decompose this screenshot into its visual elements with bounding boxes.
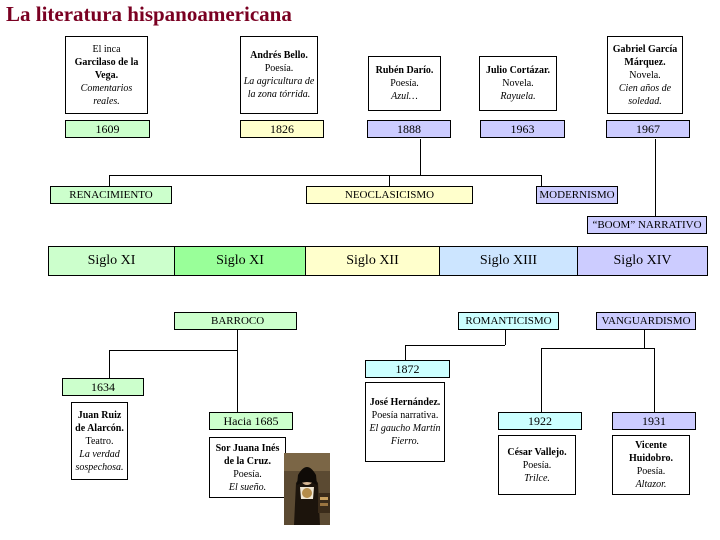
genre: Poesía. [522, 459, 552, 471]
genre: Poesía. [390, 78, 419, 89]
work-title: Rayuela. [500, 91, 536, 102]
connector [541, 348, 542, 412]
author-name: Vicente Huidobro. [629, 440, 673, 464]
year-1634: 1634 [62, 378, 144, 396]
author-card-sor-juana: Sor Juana Inés de la Cruz. Poesía. El su… [209, 437, 286, 498]
year-1609: 1609 [65, 120, 150, 138]
connector [405, 345, 505, 346]
author-name: Andrés Bello. [250, 50, 308, 61]
movement-renacimiento: RENACIMIENTO [50, 186, 172, 204]
work-title: La verdad sospechosa. [75, 448, 124, 473]
author-card-dario: Rubén Darío. Poesía. Azul… [368, 56, 441, 111]
connector [541, 348, 654, 349]
connector [109, 175, 541, 176]
author-card-bello: Andrés Bello. Poesía. La agricultura de … [240, 36, 318, 114]
genre: Novela. [629, 69, 661, 81]
work-title: Comentarios reales. [80, 82, 133, 107]
year-1931: 1931 [612, 412, 696, 430]
year-1872: 1872 [365, 360, 450, 378]
author-card-huidobro: Vicente Huidobro. Poesía. Altazor. [612, 435, 690, 495]
connector [237, 350, 238, 413]
author-card-garcia-marquez: Gabriel García Márquez. Novela. Cien año… [607, 36, 683, 114]
work-title: Azul… [391, 91, 418, 102]
author-card-ruiz-de-alarcon: Juan Ruiz de Alarcón. Teatro. La verdad … [71, 402, 128, 480]
author-card-cortazar: Julio Cortázar. Novela. Rayuela. [479, 56, 557, 111]
movement-neoclasicismo: NEOCLASICISMO [306, 186, 473, 204]
author-name: Sor Juana Inés de la Cruz. [215, 442, 280, 467]
work-title: El gaucho Martín Fierro. [369, 423, 441, 447]
movement-modernismo: MODERNISMO [536, 186, 618, 204]
connector [109, 350, 237, 351]
year-1967: 1967 [606, 120, 690, 138]
genre: Poesía. [233, 468, 262, 480]
century-band-2: Siglo XI [174, 246, 306, 276]
movement-boom: “BOOM” NARRATIVO [587, 216, 707, 234]
connector [109, 175, 110, 186]
genre: Novela. [502, 78, 534, 89]
century-band-4: Siglo XIII [439, 246, 578, 276]
year-1963: 1963 [480, 120, 565, 138]
connector [109, 350, 110, 378]
movement-romanticismo: ROMANTICISMO [458, 312, 559, 330]
author-card-garcilaso: El inca Garcilaso de la Vega. Comentario… [65, 36, 148, 114]
genre: Poesía narrativa. [371, 410, 439, 421]
author-name: Garcilaso de la Vega. [74, 56, 139, 81]
genre: Poesía. [264, 63, 294, 74]
author-name: José Hernández. [369, 397, 441, 408]
century-band-3: Siglo XII [305, 246, 440, 276]
author-name: César Vallejo. [507, 446, 567, 458]
connector [405, 345, 406, 360]
author-prefix: El inca [92, 43, 121, 55]
work-title: La agricultura de la zona tórrida. [243, 76, 315, 100]
genre: Teatro. [85, 435, 114, 447]
connector [655, 139, 656, 216]
movement-barroco: BARROCO [174, 312, 297, 330]
year-1922: 1922 [498, 412, 582, 430]
author-card-hernandez: José Hernández. Poesía narrativa. El gau… [365, 382, 445, 462]
author-name: Rubén Darío. [375, 65, 434, 76]
year-1888: 1888 [367, 120, 451, 138]
connector [505, 330, 506, 345]
connector [644, 330, 645, 348]
century-band-5: Siglo XIV [577, 246, 708, 276]
connector [541, 175, 542, 186]
century-band-1: Siglo XI [48, 246, 175, 276]
work-title: El sueño. [228, 481, 267, 493]
work-title: Altazor. [635, 479, 667, 490]
movement-vanguardismo: VANGUARDISMO [596, 312, 696, 330]
year-1826: 1826 [240, 120, 324, 138]
connector [654, 348, 655, 412]
connector [389, 175, 390, 186]
year-1685: Hacia 1685 [209, 412, 293, 430]
author-card-vallejo: César Vallejo. Poesía. Trilce. [498, 435, 576, 495]
author-name: Julio Cortázar. [485, 65, 551, 76]
genre: Poesía. [636, 466, 666, 477]
author-name: Gabriel García Márquez. [612, 43, 678, 68]
author-name: Juan Ruiz de Alarcón. [75, 409, 124, 434]
page-title: La literatura hispanoamericana [6, 2, 292, 26]
connector [420, 139, 421, 175]
connector [237, 330, 238, 350]
sor-juana-portrait [284, 453, 330, 525]
work-title: Trilce. [524, 472, 550, 484]
work-title: Cien años de soledad. [618, 82, 672, 107]
